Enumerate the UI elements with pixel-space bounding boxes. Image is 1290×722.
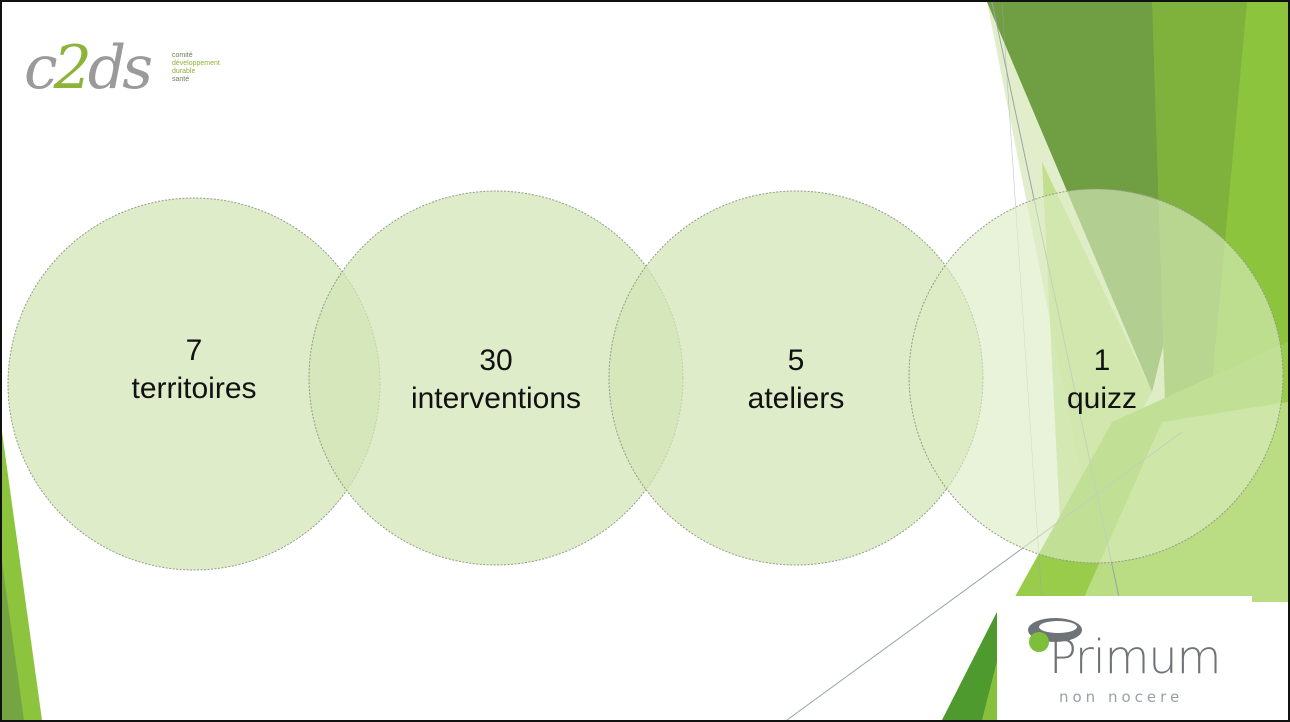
tagline-line: durable	[172, 68, 196, 75]
circle-3-label: ateliers	[747, 382, 845, 415]
circle-4	[908, 188, 1284, 564]
circle-4-label: quizz	[1066, 382, 1138, 415]
circle-3-text: 5 ateliers	[696, 342, 896, 418]
c2ds-logo: c2ds comité développement durable santé	[24, 32, 264, 104]
tagline-line: développement	[172, 60, 220, 67]
circle-2-text: 30 interventions	[386, 342, 606, 418]
tagline-line: comité	[172, 52, 193, 59]
circle-1-text: 7 territoires	[94, 332, 294, 408]
circle-3-number: 5	[787, 344, 805, 377]
circle-1-number: 7	[185, 334, 203, 367]
tagline-line: santé	[172, 76, 190, 83]
primum-logo: Primum non nocere	[997, 596, 1252, 720]
primum-logo-name: Primum	[1049, 630, 1221, 684]
circle-1-label: territoires	[131, 372, 257, 405]
circle-4-text: 1 quizz	[1022, 342, 1182, 418]
circle-2-label: interventions	[410, 382, 582, 415]
c2ds-tagline: comité développement durable santé	[172, 52, 220, 84]
facet-left-bottom-dark	[2, 562, 24, 720]
primum-logo-mark	[1028, 618, 1082, 652]
circle-4-number: 1	[1093, 344, 1111, 377]
circle-2-number: 30	[479, 344, 513, 377]
primum-logo-subtitle: non nocere	[1059, 688, 1184, 706]
c2ds-logo-mark: c2ds	[24, 33, 153, 103]
